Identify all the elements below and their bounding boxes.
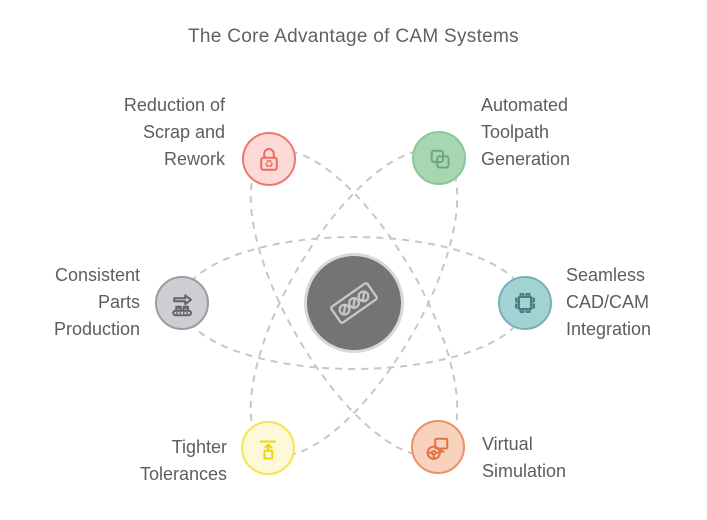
svg-text:♻: ♻ <box>264 158 274 171</box>
label-tighter-tolerances: Tighter Tolerances <box>140 434 227 488</box>
label-line: Rework <box>163 149 225 169</box>
node-circle-reduction-scrap-rework: ♻ <box>242 132 296 186</box>
label-line: Parts <box>97 292 140 312</box>
node-circle-cadcam-integration <box>498 276 552 330</box>
label-line: Virtual <box>482 434 533 454</box>
label-virtual-simulation: Virtual Simulation <box>482 431 566 485</box>
label-reduction-scrap-rework: Reduction of Scrap and Rework <box>124 92 225 173</box>
center-hub-circle <box>304 253 404 353</box>
chip-frame-icon <box>515 293 535 313</box>
simulation-monitor-wheel-icon <box>426 437 449 460</box>
overlapping-squares-icon <box>430 149 450 169</box>
node-circle-tighter-tolerances <box>241 421 295 475</box>
lock-recycle-icon: ♻ <box>260 148 278 171</box>
node-circle-virtual-simulation <box>411 420 465 474</box>
align-top-icon <box>260 440 276 460</box>
diagram-title: The Core Advantage of CAM Systems <box>188 26 519 47</box>
label-line: Consistent <box>54 265 140 285</box>
label-line: Simulation <box>482 461 567 481</box>
conveyor-arrow-icon <box>172 294 192 317</box>
label-line: Production <box>53 319 140 339</box>
label-line: Integration <box>566 319 652 339</box>
label-line: Seamless <box>566 265 646 285</box>
power-strip-icon <box>330 282 378 324</box>
label-line: Reduction of <box>123 95 225 115</box>
label-line: Scrap and <box>142 122 225 142</box>
node-circle-automated-toolpath <box>412 131 466 185</box>
label-line: CAD/CAM <box>566 292 650 312</box>
label-automated-toolpath: Automated Toolpath Generation <box>481 92 570 173</box>
label-line: Tighter <box>171 437 227 457</box>
label-line: Toolpath <box>481 122 550 142</box>
label-line: Generation <box>481 149 571 169</box>
label-line: Tolerances <box>139 464 227 484</box>
node-circle-consistent-parts <box>155 276 209 330</box>
label-cadcam-integration: Seamless CAD/CAM Integration <box>566 262 651 343</box>
label-consistent-parts: Consistent Parts Production <box>54 262 140 343</box>
label-line: Automated <box>481 95 569 115</box>
